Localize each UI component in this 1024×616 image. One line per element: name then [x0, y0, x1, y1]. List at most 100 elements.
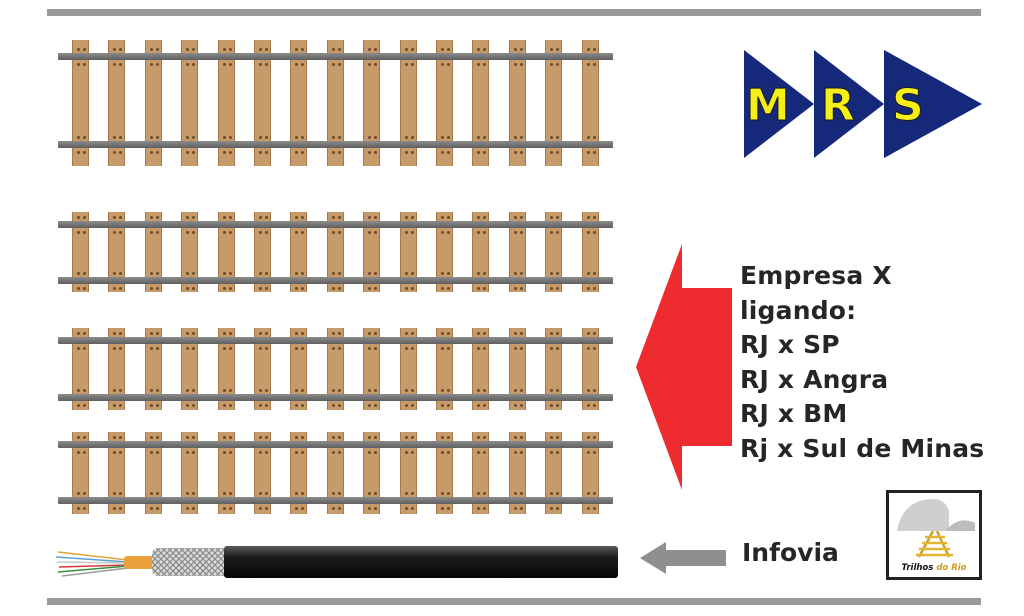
- tie-bolt: [265, 136, 268, 139]
- steel-rail: [58, 497, 613, 504]
- tie-bolt: [405, 332, 408, 335]
- tie-bolt: [192, 404, 195, 407]
- tie-bolt: [483, 231, 486, 234]
- tie-bolt: [223, 436, 226, 439]
- tie-bolt: [77, 404, 80, 407]
- tie-bolt: [483, 332, 486, 335]
- tie-bolt: [411, 347, 414, 350]
- railroad-tie: [472, 328, 489, 410]
- tie-bolt: [156, 451, 159, 454]
- tie-bolt: [265, 389, 268, 392]
- tie-bolt: [587, 332, 590, 335]
- tie-bolt: [83, 332, 86, 335]
- tie-bolt: [223, 151, 226, 154]
- tie-bolt: [550, 272, 553, 275]
- tie-bolt: [301, 347, 304, 350]
- tie-bolt: [83, 136, 86, 139]
- tie-bolt: [374, 404, 377, 407]
- tie-bolt: [259, 63, 262, 66]
- tie-bolt: [229, 404, 232, 407]
- tie-bolt: [368, 136, 371, 139]
- tie-bolt: [332, 272, 335, 275]
- steel-rail: [58, 277, 613, 284]
- tie-bolt: [368, 332, 371, 335]
- tie-bolt: [156, 347, 159, 350]
- tie-bolt: [332, 507, 335, 510]
- tie-bolt: [83, 151, 86, 154]
- railroad-tie: [363, 328, 380, 410]
- tie-bolt: [113, 136, 116, 139]
- tie-bolt: [332, 389, 335, 392]
- steel-rail: [58, 337, 613, 344]
- tie-bolt: [550, 48, 553, 51]
- tie-bolt: [332, 48, 335, 51]
- tie-bolt: [150, 272, 153, 275]
- tie-bolt: [520, 272, 523, 275]
- tie-bolt: [295, 272, 298, 275]
- tie-bolt: [368, 436, 371, 439]
- tie-bolt: [156, 216, 159, 219]
- tie-bolt: [338, 63, 341, 66]
- tie-bolt: [295, 287, 298, 290]
- tie-bolt: [301, 151, 304, 154]
- tie-bolt: [441, 216, 444, 219]
- railroad-tie: [582, 212, 599, 292]
- tie-bolt: [514, 404, 517, 407]
- tie-bolt: [374, 63, 377, 66]
- tie-bolt: [441, 347, 444, 350]
- railroad-tie: [290, 432, 307, 514]
- tie-bolt: [368, 231, 371, 234]
- tie-bolt: [229, 436, 232, 439]
- tie-bolt: [411, 451, 414, 454]
- tie-bolt: [550, 492, 553, 495]
- tie-bolt: [83, 436, 86, 439]
- tie-bolt: [186, 272, 189, 275]
- tie-bolt: [593, 389, 596, 392]
- tie-bolt: [405, 216, 408, 219]
- tie-bolt: [223, 231, 226, 234]
- tie-bolt: [156, 332, 159, 335]
- tie-bolt: [229, 451, 232, 454]
- tie-bolt: [520, 389, 523, 392]
- tie-bolt: [150, 287, 153, 290]
- railroad-tie: [363, 212, 380, 292]
- tie-bolt: [338, 231, 341, 234]
- tie-bolt: [550, 151, 553, 154]
- tie-bolt: [520, 151, 523, 154]
- tie-bolt: [447, 216, 450, 219]
- railroad-tie: [254, 212, 271, 292]
- tie-bolt: [77, 48, 80, 51]
- tie-bolt: [483, 347, 486, 350]
- tie-bolt: [150, 451, 153, 454]
- tie-bolt: [192, 151, 195, 154]
- tie-bolt: [441, 48, 444, 51]
- tie-bolt: [514, 151, 517, 154]
- cable-braid-shield: [152, 548, 230, 576]
- red-left-arrow: [636, 244, 732, 490]
- tie-bolt: [295, 136, 298, 139]
- tie-bolt: [477, 347, 480, 350]
- tie-bolt: [77, 436, 80, 439]
- tie-bolt: [113, 492, 116, 495]
- tie-bolt: [587, 63, 590, 66]
- tie-bolt: [332, 287, 335, 290]
- tie-bolt: [477, 389, 480, 392]
- railroad-tie: [327, 212, 344, 292]
- tie-bolt: [119, 287, 122, 290]
- railroad-tie: [545, 432, 562, 514]
- railroad-tie: [327, 40, 344, 166]
- tie-bolt: [587, 492, 590, 495]
- tie-bolt: [483, 451, 486, 454]
- tie-bolt: [550, 436, 553, 439]
- tie-bolt: [192, 507, 195, 510]
- trilhos-logo-text: Trilhos do Rio: [901, 563, 967, 573]
- tie-bolt: [550, 332, 553, 335]
- tie-bolt: [332, 151, 335, 154]
- tie-bolt: [77, 332, 80, 335]
- tie-bolt: [295, 492, 298, 495]
- railroad-tie: [145, 212, 162, 292]
- tie-bolt: [514, 347, 517, 350]
- tie-bolt: [411, 507, 414, 510]
- tie-bolt: [483, 151, 486, 154]
- tie-bolt: [77, 347, 80, 350]
